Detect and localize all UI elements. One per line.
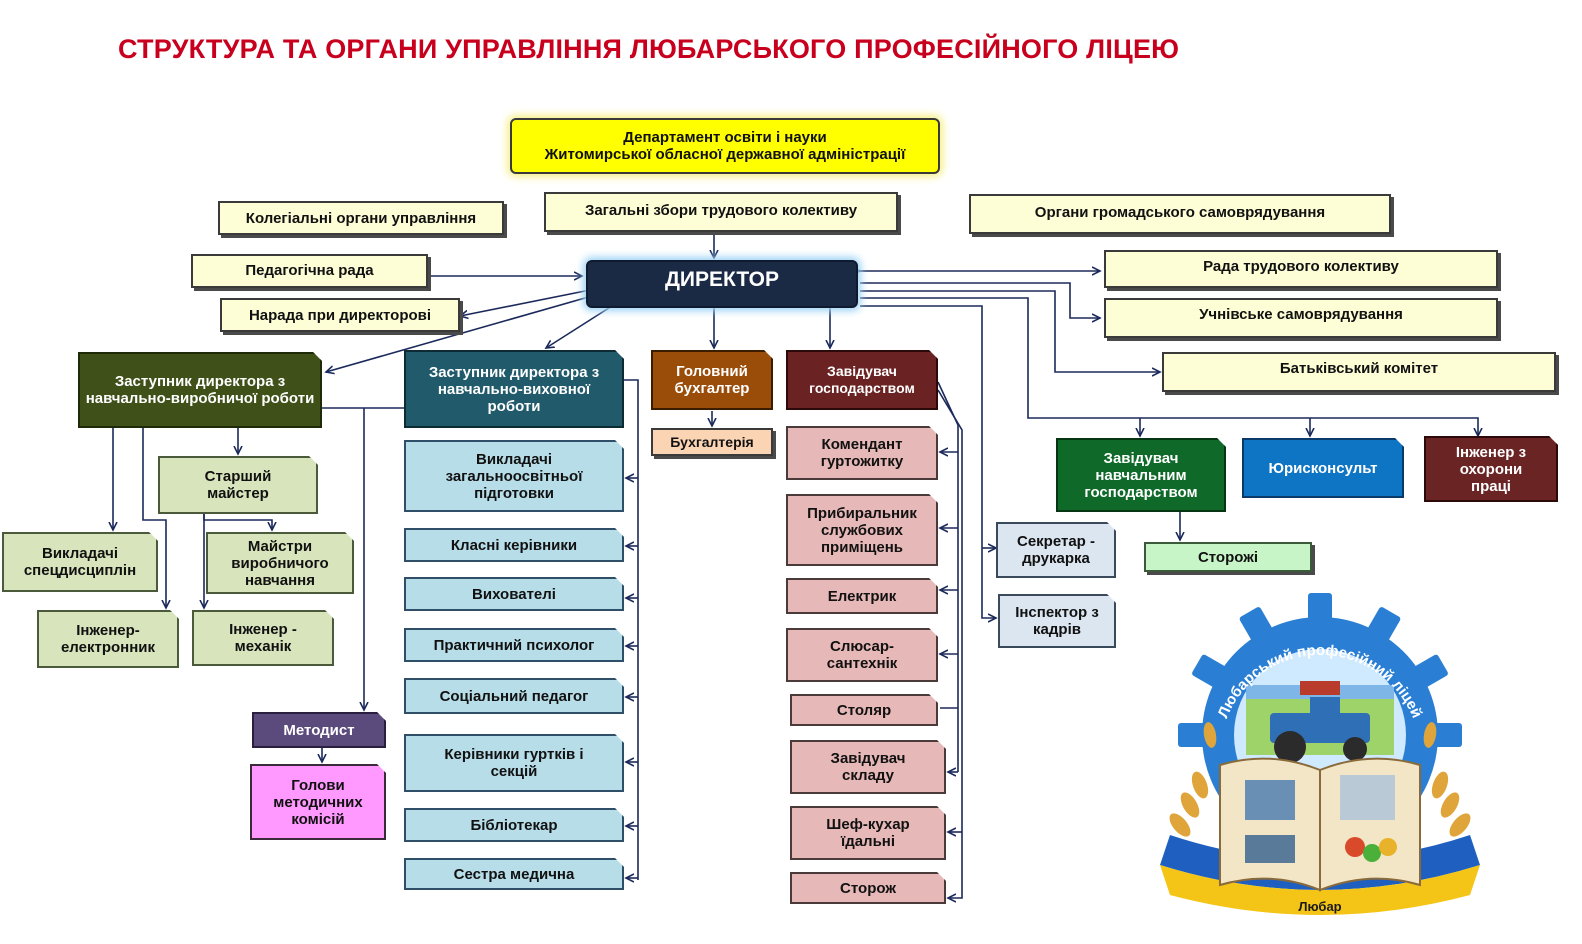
heads-commissions-box: Голови методичних комісій (250, 764, 386, 840)
collegial-bodies-box: Колегіальні органи управління (218, 201, 504, 235)
hh-item-cleaner: Прибиральник службових приміщень (786, 494, 938, 566)
engineer-mechanic-box: Інженер - механік (192, 610, 334, 666)
edu-item-librarian: Бібліотекар (404, 808, 624, 842)
general-assembly-box: Загальні збори трудового колективу (544, 192, 898, 232)
department-box: Департамент освіти і науки Житомирської … (510, 118, 940, 174)
lyceum-emblem-logo: Любарський професійний ліцей Любар (1160, 593, 1480, 915)
watchmen-box: Сторожі (1144, 542, 1312, 572)
engineer-electronics-box: Інженер-електронник (37, 610, 179, 668)
hh-item-carpenter: Столяр (790, 694, 938, 726)
department-line2: Житомирської обласної державної адмініст… (544, 146, 906, 163)
emblem-place-text: Любар (1298, 899, 1341, 914)
masters-box: Майстри виробничого навчання (206, 532, 354, 594)
hh-item-warehouse-head: Завідувач складу (790, 740, 946, 794)
page-title: СТРУКТУРА ТА ОРГАНИ УПРАВЛІННЯ ЛЮБАРСЬКО… (118, 34, 1180, 64)
special-teachers-box: Викладачі спецдисциплін (2, 532, 158, 592)
deputy-education-box: Заступник директора з навчально-виховної… (404, 350, 624, 428)
student-self-gov-box: Учнівське самоврядування (1104, 298, 1498, 338)
lawyer-box: Юрисконсульт (1242, 438, 1404, 498)
edu-item-general-teachers: Викладачі загальноосвітньої підготовки (404, 440, 624, 512)
accounting-dept-box: Бухгалтерія (651, 428, 773, 456)
methodist-box: Методист (252, 712, 386, 748)
labor-council-box: Рада трудового колективу (1104, 250, 1498, 288)
hh-item-plumber: Слюсар-сантехнік (786, 628, 938, 682)
hh-item-chef: Шеф-кухар їдальні (790, 806, 946, 860)
training-farm-head-box: Завідувач навчальним господарством (1056, 438, 1226, 512)
farm-scene-icon (1246, 681, 1394, 763)
pedagogical-council-box: Педагогічна рада (191, 254, 428, 288)
edu-item-educators: Вихователі (404, 577, 624, 611)
senior-master-box: Старший майстер (158, 456, 318, 514)
wheat-icon (1169, 722, 1471, 837)
director-meeting-box: Нарада при директорові (220, 298, 460, 332)
deputy-production-box: Заступник директора з навчально-виробнич… (78, 352, 322, 428)
book-icon (1219, 757, 1421, 892)
hh-item-dorm-commandant: Комендант гуртожитку (786, 426, 938, 480)
edu-item-nurse: Сестра медична (404, 858, 624, 890)
household-head-box: Завідувач господарством (786, 350, 938, 410)
edu-item-social-pedagogue: Соціальний педагог (404, 678, 624, 714)
chief-accountant-box: Головний бухгалтер (651, 350, 773, 410)
parents-committee-box: Батьківський комітет (1162, 352, 1556, 392)
director-box: ДИРЕКТОР (586, 260, 858, 308)
safety-engineer-box: Інженер з охорони праці (1424, 436, 1558, 502)
hr-inspector-box: Інспектор з кадрів (998, 594, 1116, 648)
public-self-gov-box: Органи громадського самоврядування (969, 194, 1391, 234)
hh-item-watchman: Сторож (790, 872, 946, 904)
hh-item-electrician: Електрик (786, 578, 938, 614)
edu-item-class-teachers: Класні керівники (404, 528, 624, 562)
edu-item-psychologist: Практичний психолог (404, 628, 624, 662)
department-line1: Департамент освіти і науки (623, 129, 827, 146)
secretary-box: Секретар - друкарка (996, 522, 1116, 578)
edu-item-club-leaders: Керівники гуртків і секцій (404, 734, 624, 792)
